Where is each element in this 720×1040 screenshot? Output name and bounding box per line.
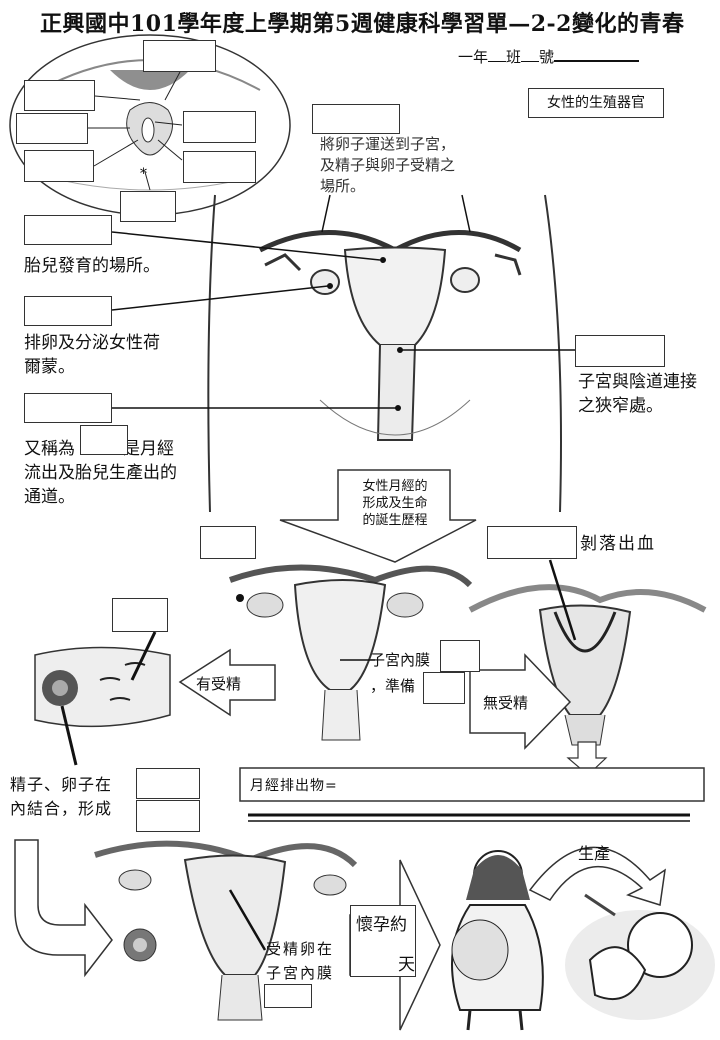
cervix-blank[interactable] [575,335,665,367]
not-fertilized-arrow-icon [469,653,572,750]
shedding-blank[interactable] [487,526,577,559]
center-down-arrow-icon [279,469,477,563]
ovary-blank[interactable] [24,296,112,326]
pregnancy-label-1: 懷孕約 [356,915,407,935]
menses-output-label: 月經排出物= [250,778,338,794]
fertilization-site-blank[interactable] [136,768,200,799]
bottom-uterus-icon [94,840,358,1021]
vulva-blank-right-2[interactable] [183,151,256,183]
worksheet-title: 正興國中101學年度上學期第5週健康科學習單—2-2變化的青春 [40,11,685,37]
birth-label: 生產 [578,844,611,863]
endometrium-label-1: 子宮內膜 [370,651,431,669]
uterus-blank[interactable] [24,215,112,245]
section-label: 女性的生殖器官 [528,88,664,118]
pregnancy-label-2: 天 [398,955,415,975]
sperm-egg-desc: 精子、卵子在 內結合，形成 [10,775,113,818]
ovary-process-blank[interactable] [200,526,256,559]
vagina-desc: 又稱為是月經 流出及胎兒生產出的 通道。 [24,439,177,507]
vagina-alias-blank[interactable] [80,425,128,455]
vulva-blank-left-1[interactable] [24,80,95,111]
vagina-blank[interactable] [24,393,112,423]
number-text: 號 [539,48,555,66]
zygote-blank[interactable] [264,984,312,1008]
student-info-line: 一年班號 [458,46,640,67]
newborn-baby-icon [565,893,715,1020]
vulva-blank-right-1[interactable] [183,111,256,143]
svg-text:*: * [140,166,147,182]
endometrium-blank-1[interactable] [440,640,480,672]
cervix-desc: 子宮與陰道連接 之狹窄處。 [578,372,697,416]
endometrium-blank-2[interactable] [423,672,465,704]
shedding-uterus-icon [468,559,707,746]
fertilized-label: 有受精 [196,675,242,693]
fallopian-tube-blank[interactable] [312,104,400,134]
curved-arrow-icon [14,839,113,978]
process-arrow-text: 女性月經的 形成及生命 的誕生歷程 [362,479,428,528]
sperm-blank[interactable] [112,598,168,632]
ovary-desc: 排卵及分泌女性荷 爾蒙。 [24,333,160,377]
uterus-diagram-icon [111,194,575,513]
menses-output-box [239,767,705,802]
fertilization-diagram-icon [34,631,171,766]
fallopian-tube-desc: 將卵子運送到子宮， 及精子與卵子受精之 場所。 [320,135,456,195]
not-fertilized-label: 無受精 [483,694,529,712]
endometrium-label-2: ，準備 [370,677,416,695]
vulva-blank-left-2[interactable] [16,113,88,144]
grade-text: 一年 [458,48,489,66]
vulva-blank-top[interactable] [143,40,216,72]
uterus-desc: 胎兒發育的場所。 [24,256,160,276]
pregnant-woman-icon [451,850,544,1031]
class-text: 班 [506,48,522,66]
zygote-desc: 受精卵在 子宮內膜 [266,940,335,982]
pregnancy-days-box[interactable] [350,905,416,977]
fertilized-arrow-icon [178,648,276,717]
vulva-blank-left-3[interactable] [24,150,94,182]
vulva-blank-bottom[interactable] [120,191,176,222]
shedding-label: 剝落出血 [580,534,656,554]
fertilization-result-blank[interactable] [136,800,200,832]
middle-uterus-icon [228,564,473,741]
birth-arrow-icon [528,846,666,906]
